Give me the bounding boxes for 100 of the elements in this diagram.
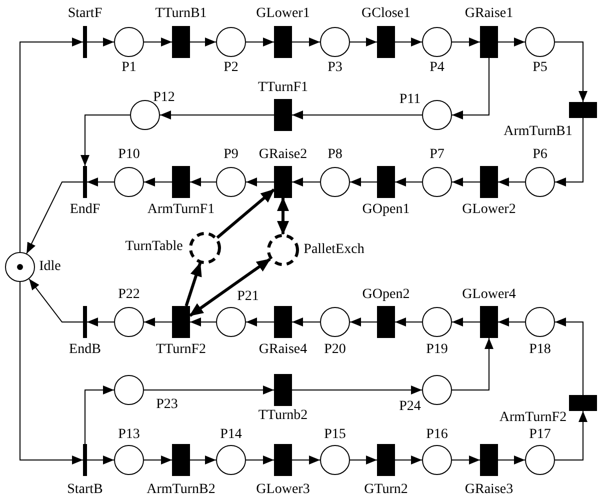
- node-label: P8: [328, 148, 342, 162]
- node-label: PalletExch: [304, 243, 364, 257]
- arrow: [144, 178, 172, 186]
- arrow: [246, 38, 274, 46]
- arrow: [144, 456, 172, 464]
- node-label: P12: [153, 91, 175, 105]
- node-label: GLower3: [256, 483, 310, 497]
- arrow: [452, 338, 494, 390]
- arrow: [452, 58, 490, 120]
- node-label: GClose1: [362, 7, 410, 21]
- node-label: GOpen1: [362, 203, 410, 217]
- double-arrow: [277, 197, 289, 235]
- arrow: [86, 38, 114, 46]
- arrow: [26, 182, 84, 254]
- arrow: [452, 178, 480, 186]
- arrow: [144, 318, 172, 326]
- arrow: [498, 456, 526, 464]
- node-label: P11: [399, 93, 421, 107]
- node-label: ArmTurnF1: [147, 203, 215, 217]
- arrow: [144, 386, 274, 394]
- node-label: P4: [430, 61, 444, 75]
- node-label: P9: [224, 148, 238, 162]
- arrow: [498, 318, 526, 326]
- node-label: P23: [156, 398, 178, 412]
- arrow: [452, 456, 480, 464]
- node-label: GRaise1: [464, 7, 514, 21]
- node-label: TTurnF1: [258, 81, 308, 95]
- node-label: GLower2: [462, 203, 516, 217]
- arrow: [292, 178, 320, 186]
- arrow: [554, 410, 588, 460]
- arrow: [20, 38, 84, 252]
- node-label: TTurnb2: [258, 409, 308, 423]
- node-label: TTurnB1: [155, 7, 207, 21]
- arrow: [394, 38, 422, 46]
- node-label: P21: [237, 290, 259, 304]
- arrow: [350, 178, 378, 186]
- arrow: [452, 318, 480, 326]
- node-label: GOpen2: [362, 288, 410, 302]
- node-label: StartF: [68, 7, 102, 21]
- arrow: [28, 278, 84, 322]
- arrow: [84, 386, 114, 444]
- arrow: [554, 118, 584, 186]
- arrow: [394, 456, 422, 464]
- node-label: GRaise2: [258, 148, 308, 162]
- node-label: P20: [324, 343, 346, 357]
- arrow: [246, 456, 274, 464]
- arrow: [190, 38, 216, 46]
- arrow: [292, 318, 320, 326]
- arrow: [184, 262, 202, 306]
- arrow: [554, 42, 588, 102]
- node-label: P14: [220, 428, 242, 442]
- node-label: P13: [118, 428, 140, 442]
- node-label: P2: [224, 61, 238, 75]
- node-label: GRaise4: [258, 343, 308, 357]
- arrow: [190, 178, 216, 186]
- arrow: [20, 282, 84, 464]
- node-label: StartB: [67, 483, 103, 497]
- arrow: [86, 318, 114, 326]
- node-label: TurnTable: [125, 240, 183, 254]
- node-label: P1: [122, 61, 136, 75]
- arrow: [350, 318, 378, 326]
- node-label: P15: [324, 428, 346, 442]
- arrow: [292, 110, 422, 120]
- node-label: GLower1: [256, 7, 310, 21]
- arrow: [246, 178, 274, 186]
- node-label: EndB: [69, 343, 101, 357]
- node-label: P18: [529, 343, 551, 357]
- arrow: [292, 386, 422, 394]
- node-label: P10: [118, 148, 140, 162]
- node-label: P22: [118, 288, 140, 302]
- node-label: TTurnF2: [156, 343, 206, 357]
- arrow: [144, 38, 172, 46]
- node-label: EndF: [70, 203, 100, 217]
- arrow: [216, 188, 275, 239]
- arrow: [190, 318, 216, 326]
- node-label: P7: [430, 148, 444, 162]
- node-label: ArmTurnF2: [499, 411, 567, 425]
- node-label: GTurn2: [364, 483, 408, 497]
- arrow: [86, 456, 114, 464]
- arrow: [498, 38, 526, 46]
- arrow: [350, 38, 378, 46]
- node-label: ArmTurnB1: [504, 125, 572, 139]
- node-label: P24: [399, 400, 421, 414]
- node-label: ArmTurnB2: [146, 483, 216, 497]
- double-arrow: [189, 258, 271, 317]
- arrow: [86, 178, 114, 186]
- node-label: GRaise3: [464, 483, 514, 497]
- arrow: [498, 178, 526, 186]
- node-label: P19: [426, 343, 448, 357]
- arrow: [452, 38, 480, 46]
- node-label: P3: [328, 61, 342, 75]
- arrow: [292, 456, 320, 464]
- node-label: P5: [532, 61, 548, 75]
- node-label: P6: [532, 148, 548, 162]
- arrow: [246, 318, 274, 326]
- arrow: [80, 114, 130, 166]
- arrow: [350, 456, 378, 464]
- node-label: GLower4: [462, 288, 516, 302]
- arrow: [394, 178, 422, 186]
- node-label: P17: [529, 428, 551, 442]
